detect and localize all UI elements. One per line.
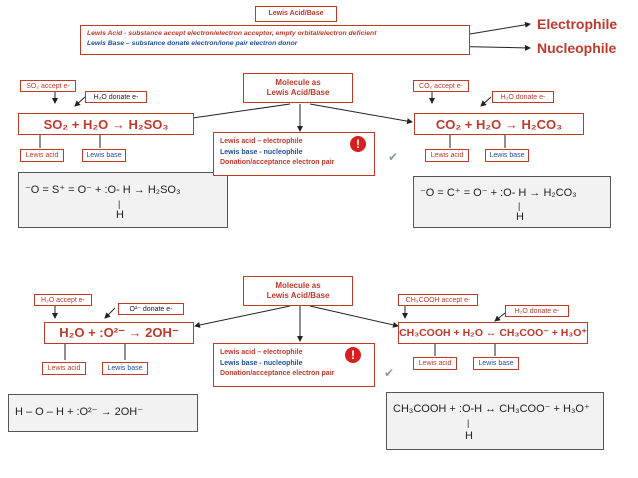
panel2-left-acid-label: Lewis acid <box>42 362 86 375</box>
panel1-left-equation: SO₂ + H₂O → H₂SO₃ <box>18 113 194 135</box>
panel1-center-title: Molecule as Lewis Acid/Base <box>243 73 353 103</box>
panel1-right-structure: ⁻O = C⁺ = O⁻ + :O- H → H₂CO₃ | H <box>413 176 611 228</box>
panel2-left-equation: H₂O + :O²⁻ → 2OH⁻ <box>44 322 194 344</box>
panel1-left-structure-h: H <box>116 209 124 221</box>
panel1-summary-base: Lewis base - nucleophile <box>220 148 303 156</box>
lewis-acid-definition: Lewis Acid - substance accept electron/e… <box>87 30 377 37</box>
panel1-left-structure: ⁻O = S⁺ = O⁻ + :O- H → H₂SO₃ | H <box>18 172 228 228</box>
panel2-right-acid-label: Lewis acid <box>413 357 457 370</box>
electrophile-label: Electrophile <box>537 16 618 32</box>
panel2-summary-acid: Lewis acid – electrophile <box>220 349 303 356</box>
panel1-right-accept-note: CO₂ accept e- <box>413 80 469 92</box>
panel2-left-donate-note: O²⁻ donate e- <box>118 303 184 315</box>
panel2-summary-donation: Donation/acceptance electron pair <box>220 370 335 377</box>
panel2-right-structure-formula: CH₃COOH + :O-H ↔ CH₃COO⁻ + H₃O⁺ <box>393 403 590 415</box>
panel2-right-accept-note: CH₃COOH accept e- <box>398 294 478 306</box>
panel1-right-structure-h: H <box>516 211 524 223</box>
panel1-right-donate-note: H₂O donate e- <box>492 91 554 103</box>
panel1-summary-donation: Donation/acceptance electron pair <box>220 159 335 166</box>
panel2-right-base-label: Lewis base <box>473 357 519 370</box>
panel1-right-acid-label: Lewis acid <box>425 149 469 162</box>
check-icon: ✔ <box>384 366 395 380</box>
panel2-right-donate-note: H₂O donate e- <box>505 305 569 317</box>
panel1-left-accept-note: SO₂ accept e- <box>20 80 76 92</box>
panel1-left-acid-label: Lewis acid <box>20 149 64 162</box>
alert-icon: ! <box>345 347 361 363</box>
panel2-left-base-label: Lewis base <box>102 362 148 375</box>
panel1-left-structure-bond: | <box>118 199 121 209</box>
panel1-right-structure-formula: ⁻O = C⁺ = O⁻ + :O- H → H₂CO₃ <box>420 187 577 199</box>
lewis-base-definition: Lewis Base – substance donate electron/l… <box>87 39 298 47</box>
top-title: Lewis Acid/Base <box>255 6 337 22</box>
check-icon: ✔ <box>388 150 399 164</box>
nucleophile-label: Nucleophile <box>537 40 617 56</box>
panel1-summary: Lewis acid – electrophile Lewis base - n… <box>213 132 375 176</box>
panel2-right-equation: CH₃COOH + H₂O ↔ CH₃COO⁻ + H₃O⁺ <box>398 322 588 344</box>
panel1-right-equation: CO₂ + H₂O → H₂CO₃ <box>414 113 584 135</box>
panel2-left-structure: H – O – H + :O²⁻ → 2OH⁻ <box>8 394 198 432</box>
panel1-right-base-label: Lewis base <box>485 149 529 162</box>
panel2-center-title: Molecule as Lewis Acid/Base <box>243 276 353 306</box>
panel1-summary-acid: Lewis acid – electrophile <box>220 138 303 145</box>
panel2-left-structure-formula: H – O – H + :O²⁻ → 2OH⁻ <box>15 406 144 418</box>
alert-icon: ! <box>350 136 366 152</box>
panel1-left-base-label: Lewis base <box>82 149 126 162</box>
panel2-left-accept-note: H₂O accept e- <box>34 294 92 306</box>
panel1-left-donate-note: H₂O donate e- <box>85 91 147 103</box>
panel1-right-structure-bond: | <box>518 201 521 211</box>
panel2-right-structure-h: H <box>465 430 473 442</box>
definitions-box: Lewis Acid - substance accept electron/e… <box>80 25 470 55</box>
panel2-right-structure-bond: | <box>467 418 470 428</box>
panel2-summary-base: Lewis base - nucleophile <box>220 359 303 367</box>
panel2-right-structure: CH₃COOH + :O-H ↔ CH₃COO⁻ + H₃O⁺ | H <box>386 392 604 450</box>
panel1-left-structure-formula: ⁻O = S⁺ = O⁻ + :O- H → H₂SO₃ <box>25 184 181 196</box>
